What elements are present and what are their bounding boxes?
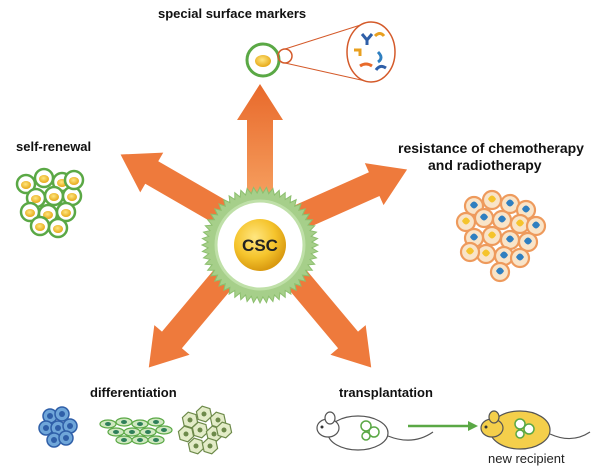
- arrow-upper-left: [120, 152, 237, 229]
- self-renewal-cluster: [15, 167, 85, 239]
- label-resistance-line1: resistance of chemotherapy: [398, 140, 584, 156]
- label-self-renewal: self-renewal: [16, 139, 92, 154]
- label-new-recipient: new recipient: [488, 451, 565, 466]
- resistance-cluster: [455, 189, 547, 283]
- recipient-mouse: [480, 410, 591, 450]
- label-resistance-line2: and radiotherapy: [428, 157, 542, 173]
- donor-mouse: [316, 411, 434, 451]
- surface-marker-cell: [245, 21, 396, 83]
- differentiation-green-polygon-cells: [177, 405, 233, 455]
- csc-core: [234, 219, 286, 271]
- arrow-upper-right: [286, 163, 408, 233]
- differentiation-blue-cells: [38, 406, 78, 448]
- transfer-arrow: [408, 421, 478, 431]
- label-surface-markers: special surface markers: [158, 6, 307, 21]
- label-transplantation: transplantation: [339, 385, 433, 400]
- label-differentiation: differentiation: [90, 385, 177, 400]
- arrow-up: [237, 84, 283, 200]
- csc-label: CSC: [242, 236, 278, 255]
- differentiation-green-flat-cells: [99, 417, 173, 445]
